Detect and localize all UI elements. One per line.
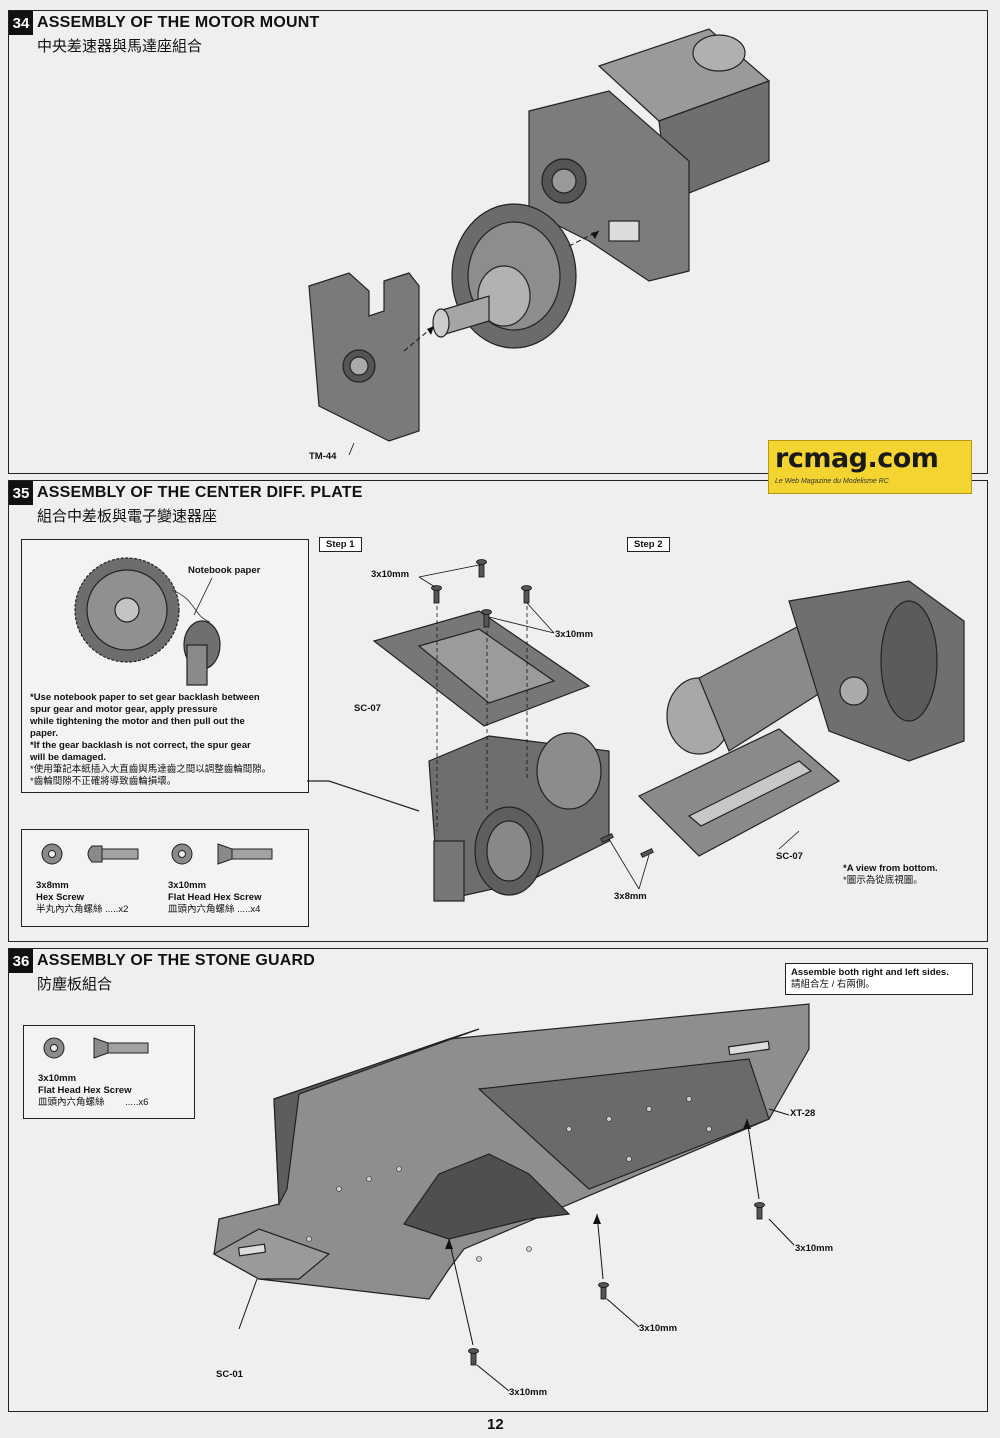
- spur-gear-icon: [74, 557, 221, 686]
- part-zh: 皿頭內六角螺絲: [38, 1097, 105, 1108]
- step-1-tag: Step 1: [319, 537, 362, 552]
- screw-label-3x10: 3x10mm: [509, 1387, 548, 1398]
- step1-illustration: [372, 559, 610, 902]
- watermark-brand: rcmag.com: [775, 443, 939, 474]
- part-name-zh: 皿頭內六角螺絲 .....x4: [168, 904, 261, 916]
- screw-label-3x10: 3x10mm: [371, 569, 410, 580]
- section-title-chinese: 組合中差板與電子變速器座: [37, 508, 218, 525]
- section-36-stone-guard: 36 ASSEMBLY OF THE STONE GUARD 防塵板組合 Ass…: [8, 948, 988, 1412]
- motor-assembly-illustration: [308, 28, 771, 456]
- bottom-view-note-en: *A view from bottom.: [843, 863, 938, 874]
- note-line-zh: *使用筆記本紙插入大直齒與馬達齒之間以調整齒輪間隙。: [30, 764, 272, 775]
- section-35-center-diff-plate: 35 ASSEMBLY OF THE CENTER DIFF. PLATE 組合…: [8, 480, 988, 942]
- backlash-note-box: Notebook paper *Use notebook paper to se…: [21, 539, 309, 793]
- plate-label-sc07: SC-07: [354, 703, 381, 714]
- step-number: 34: [9, 11, 33, 35]
- hardware-icons: [41, 843, 273, 865]
- part-size: 3x10mm: [38, 1073, 77, 1084]
- step2-illustration: [600, 580, 965, 890]
- backlash-instructions: *Use notebook paper to set gear backlash…: [30, 692, 271, 788]
- bottom-view-note-zh: *圖示為從底視圖。: [843, 875, 923, 886]
- part-label-tm44: TM-44: [309, 451, 337, 462]
- step-number: 35: [9, 481, 33, 505]
- note-line-zh: *齒輪間隙不正確將導致齒輪損壞。: [30, 776, 177, 787]
- screw-label-3x8: 3x8mm: [614, 891, 647, 902]
- assemble-note-zh: 請組合左 / 右兩側。: [791, 979, 875, 990]
- assemble-note-en: Assemble both right and left sides.: [791, 967, 949, 978]
- part-qty: .....x6: [125, 1097, 149, 1108]
- part-name-zh: 皿頭內六角螺絲 .....x6: [38, 1097, 148, 1109]
- parts-box: 3x10mm Flat Head Hex Screw 皿頭內六角螺絲 .....…: [23, 1025, 195, 1119]
- section-title: ASSEMBLY OF THE STONE GUARD: [37, 952, 316, 969]
- notebook-paper-label: Notebook paper: [188, 565, 261, 576]
- part-qty: .....x2: [105, 904, 129, 915]
- part-label-sc01: SC-01: [216, 1369, 243, 1380]
- note-line: paper.: [30, 728, 58, 739]
- hardware-icons: [43, 1037, 149, 1059]
- note-line: will be damaged.: [30, 752, 107, 763]
- section-title: ASSEMBLY OF THE CENTER DIFF. PLATE: [37, 484, 363, 501]
- section-title-chinese: 防塵板組合: [37, 976, 113, 993]
- step-number: 36: [9, 949, 33, 973]
- part-size: 3x8mm: [36, 880, 69, 891]
- callout-pointer: [307, 780, 420, 812]
- section-title-chinese: 中央差速器與馬達座組合: [37, 38, 203, 55]
- step-2-tag: Step 2: [627, 537, 670, 552]
- note-line: spur gear and motor gear, apply pressure: [30, 704, 218, 715]
- watermark-tagline: Le Web Magazine du Modelisme RC: [775, 478, 889, 485]
- chassis-stone-guard-illustration: [212, 1003, 810, 1392]
- section-title: ASSEMBLY OF THE MOTOR MOUNT: [37, 14, 320, 31]
- note-line: *Use notebook paper to set gear backlash…: [30, 692, 260, 703]
- part-3x8-hex-screw: 3x8mm Hex Screw 半丸內六角螺絲 .....x2: [36, 880, 128, 916]
- page-number: 12: [487, 1416, 504, 1433]
- part-zh: 皿頭內六角螺絲: [168, 904, 235, 915]
- part-label-xt28: XT-28: [790, 1108, 816, 1119]
- assemble-both-sides-note: Assemble both right and left sides. 請組合左…: [785, 963, 973, 995]
- rcmag-watermark-logo: rcmag.com Le Web Magazine du Modelisme R…: [768, 440, 972, 494]
- parts-box: 3x8mm Hex Screw 半丸內六角螺絲 .....x2 3x10mm F…: [21, 829, 309, 927]
- part-name-zh: 半丸內六角螺絲 .....x2: [36, 904, 128, 916]
- part-size: 3x10mm: [168, 880, 207, 891]
- note-line: *If the gear backlash is not correct, th…: [30, 740, 251, 751]
- screw-label-3x10: 3x10mm: [555, 629, 594, 640]
- part-3x10-flat-head-screw: 3x10mm Flat Head Hex Screw 皿頭內六角螺絲 .....…: [168, 880, 261, 916]
- screw-label-3x10: 3x10mm: [795, 1243, 834, 1254]
- part-name: Flat Head Hex Screw: [38, 1085, 132, 1096]
- part-qty: .....x4: [237, 904, 261, 915]
- note-line: while tightening the motor and then pull…: [30, 716, 245, 727]
- part-name: Hex Screw: [36, 892, 85, 903]
- part-zh: 半丸內六角螺絲: [36, 904, 103, 915]
- plate-label-sc07-bottom: SC-07: [776, 851, 803, 862]
- bottom-view-note: *A view from bottom. *圖示為從底視圖。: [843, 863, 938, 887]
- screw-label-3x10: 3x10mm: [639, 1323, 678, 1334]
- section-34-motor-mount: 34 ASSEMBLY OF THE MOTOR MOUNT 中央差速器與馬達座…: [8, 10, 988, 474]
- part-3x10-flat-head-screw: 3x10mm Flat Head Hex Screw 皿頭內六角螺絲 .....…: [38, 1073, 148, 1109]
- part-name: Flat Head Hex Screw: [168, 892, 262, 903]
